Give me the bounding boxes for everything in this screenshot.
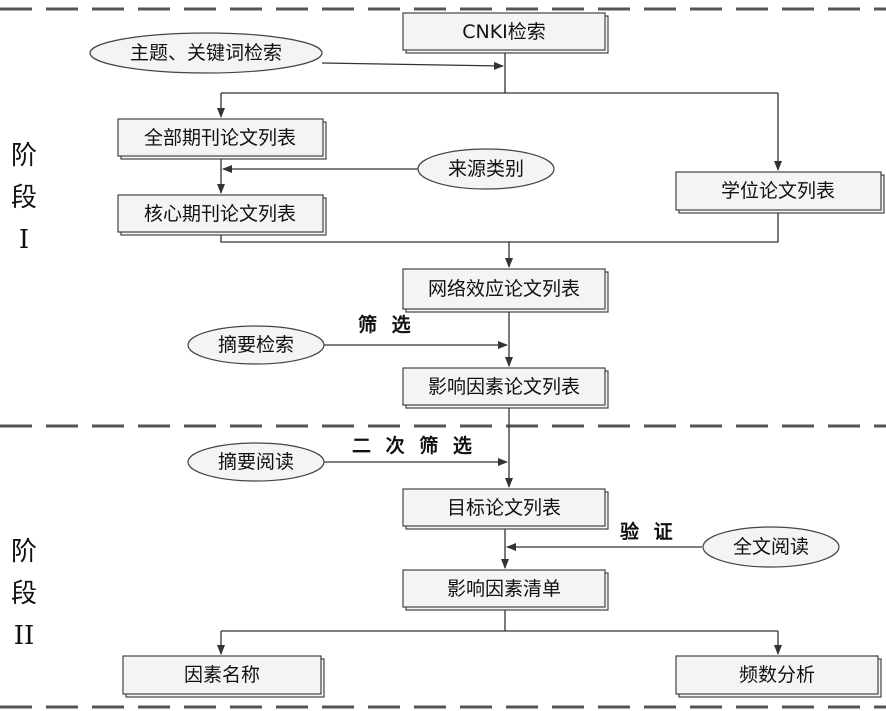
box-all-journal-list: 全部期刊论文列表: [117, 118, 327, 160]
filter-label: 筛 选: [358, 313, 415, 336]
oval-abstract-read-label: 摘要阅读: [218, 451, 294, 473]
box-factor-name-label: 因素名称: [184, 664, 260, 686]
box-factor-list: 影响因素清单: [402, 569, 609, 611]
box-degree-list: 学位论文列表: [675, 171, 885, 214]
box-all-journal-label: 全部期刊论文列表: [144, 127, 296, 149]
oval-fulltext-read-label: 全文阅读: [733, 536, 809, 558]
box-factor-list-label: 影响因素清单: [447, 578, 561, 600]
oval-abstract-search-label: 摘要检索: [218, 334, 294, 356]
stage-1-numeral: I: [19, 225, 29, 255]
box-frequency-label: 频数分析: [739, 664, 815, 686]
stage-1-char2: 段: [11, 183, 37, 213]
oval-fulltext-read: 全文阅读: [702, 526, 840, 568]
box-factor-name: 因素名称: [122, 655, 325, 698]
oval-source-type: 来源类别: [417, 148, 555, 190]
box-core-journal-label: 核心期刊论文列表: [144, 203, 296, 225]
box-cnki-search: CNKI检索: [402, 12, 609, 54]
stage-2-char2: 段: [11, 579, 37, 609]
oval-abstract-read: 摘要阅读: [187, 442, 325, 482]
oval-source-type-label: 来源类别: [448, 158, 524, 180]
box-cnki-search-label: CNKI检索: [462, 21, 546, 43]
stage-2-numeral: II: [14, 621, 35, 651]
stage-1-char1: 阶: [11, 141, 37, 171]
box-frequency-analysis: 频数分析: [675, 655, 882, 698]
box-target-papers-list: 目标论文列表: [402, 488, 609, 530]
edge-topic-to-trunk: [321, 61, 504, 70]
stage-2-char1: 阶: [11, 537, 37, 567]
box-influence-papers-list: 影响因素论文列表: [402, 367, 609, 409]
box-degree-label: 学位论文列表: [721, 180, 835, 202]
oval-abstract-search: 摘要检索: [187, 325, 325, 365]
box-influence-papers-label: 影响因素论文列表: [428, 376, 580, 398]
stage-2-label: 阶 段 II: [11, 537, 37, 651]
box-core-journal-list: 核心期刊论文列表: [117, 194, 327, 236]
edges: [217, 52, 782, 655]
box-network-effect-label: 网络效应论文列表: [428, 278, 580, 300]
oval-topic-keyword-label: 主题、关键词检索: [130, 42, 282, 64]
edge-merge: [220, 210, 779, 243]
oval-topic-keyword-search: 主题、关键词检索: [89, 32, 323, 74]
stage-1-label: 阶 段 I: [11, 141, 37, 255]
box-target-papers-label: 目标论文列表: [447, 497, 561, 519]
box-network-effect-list: 网络效应论文列表: [402, 268, 609, 313]
verify-label: 验 证: [620, 520, 677, 543]
second-filter-label: 二 次 筛 选: [352, 434, 476, 457]
